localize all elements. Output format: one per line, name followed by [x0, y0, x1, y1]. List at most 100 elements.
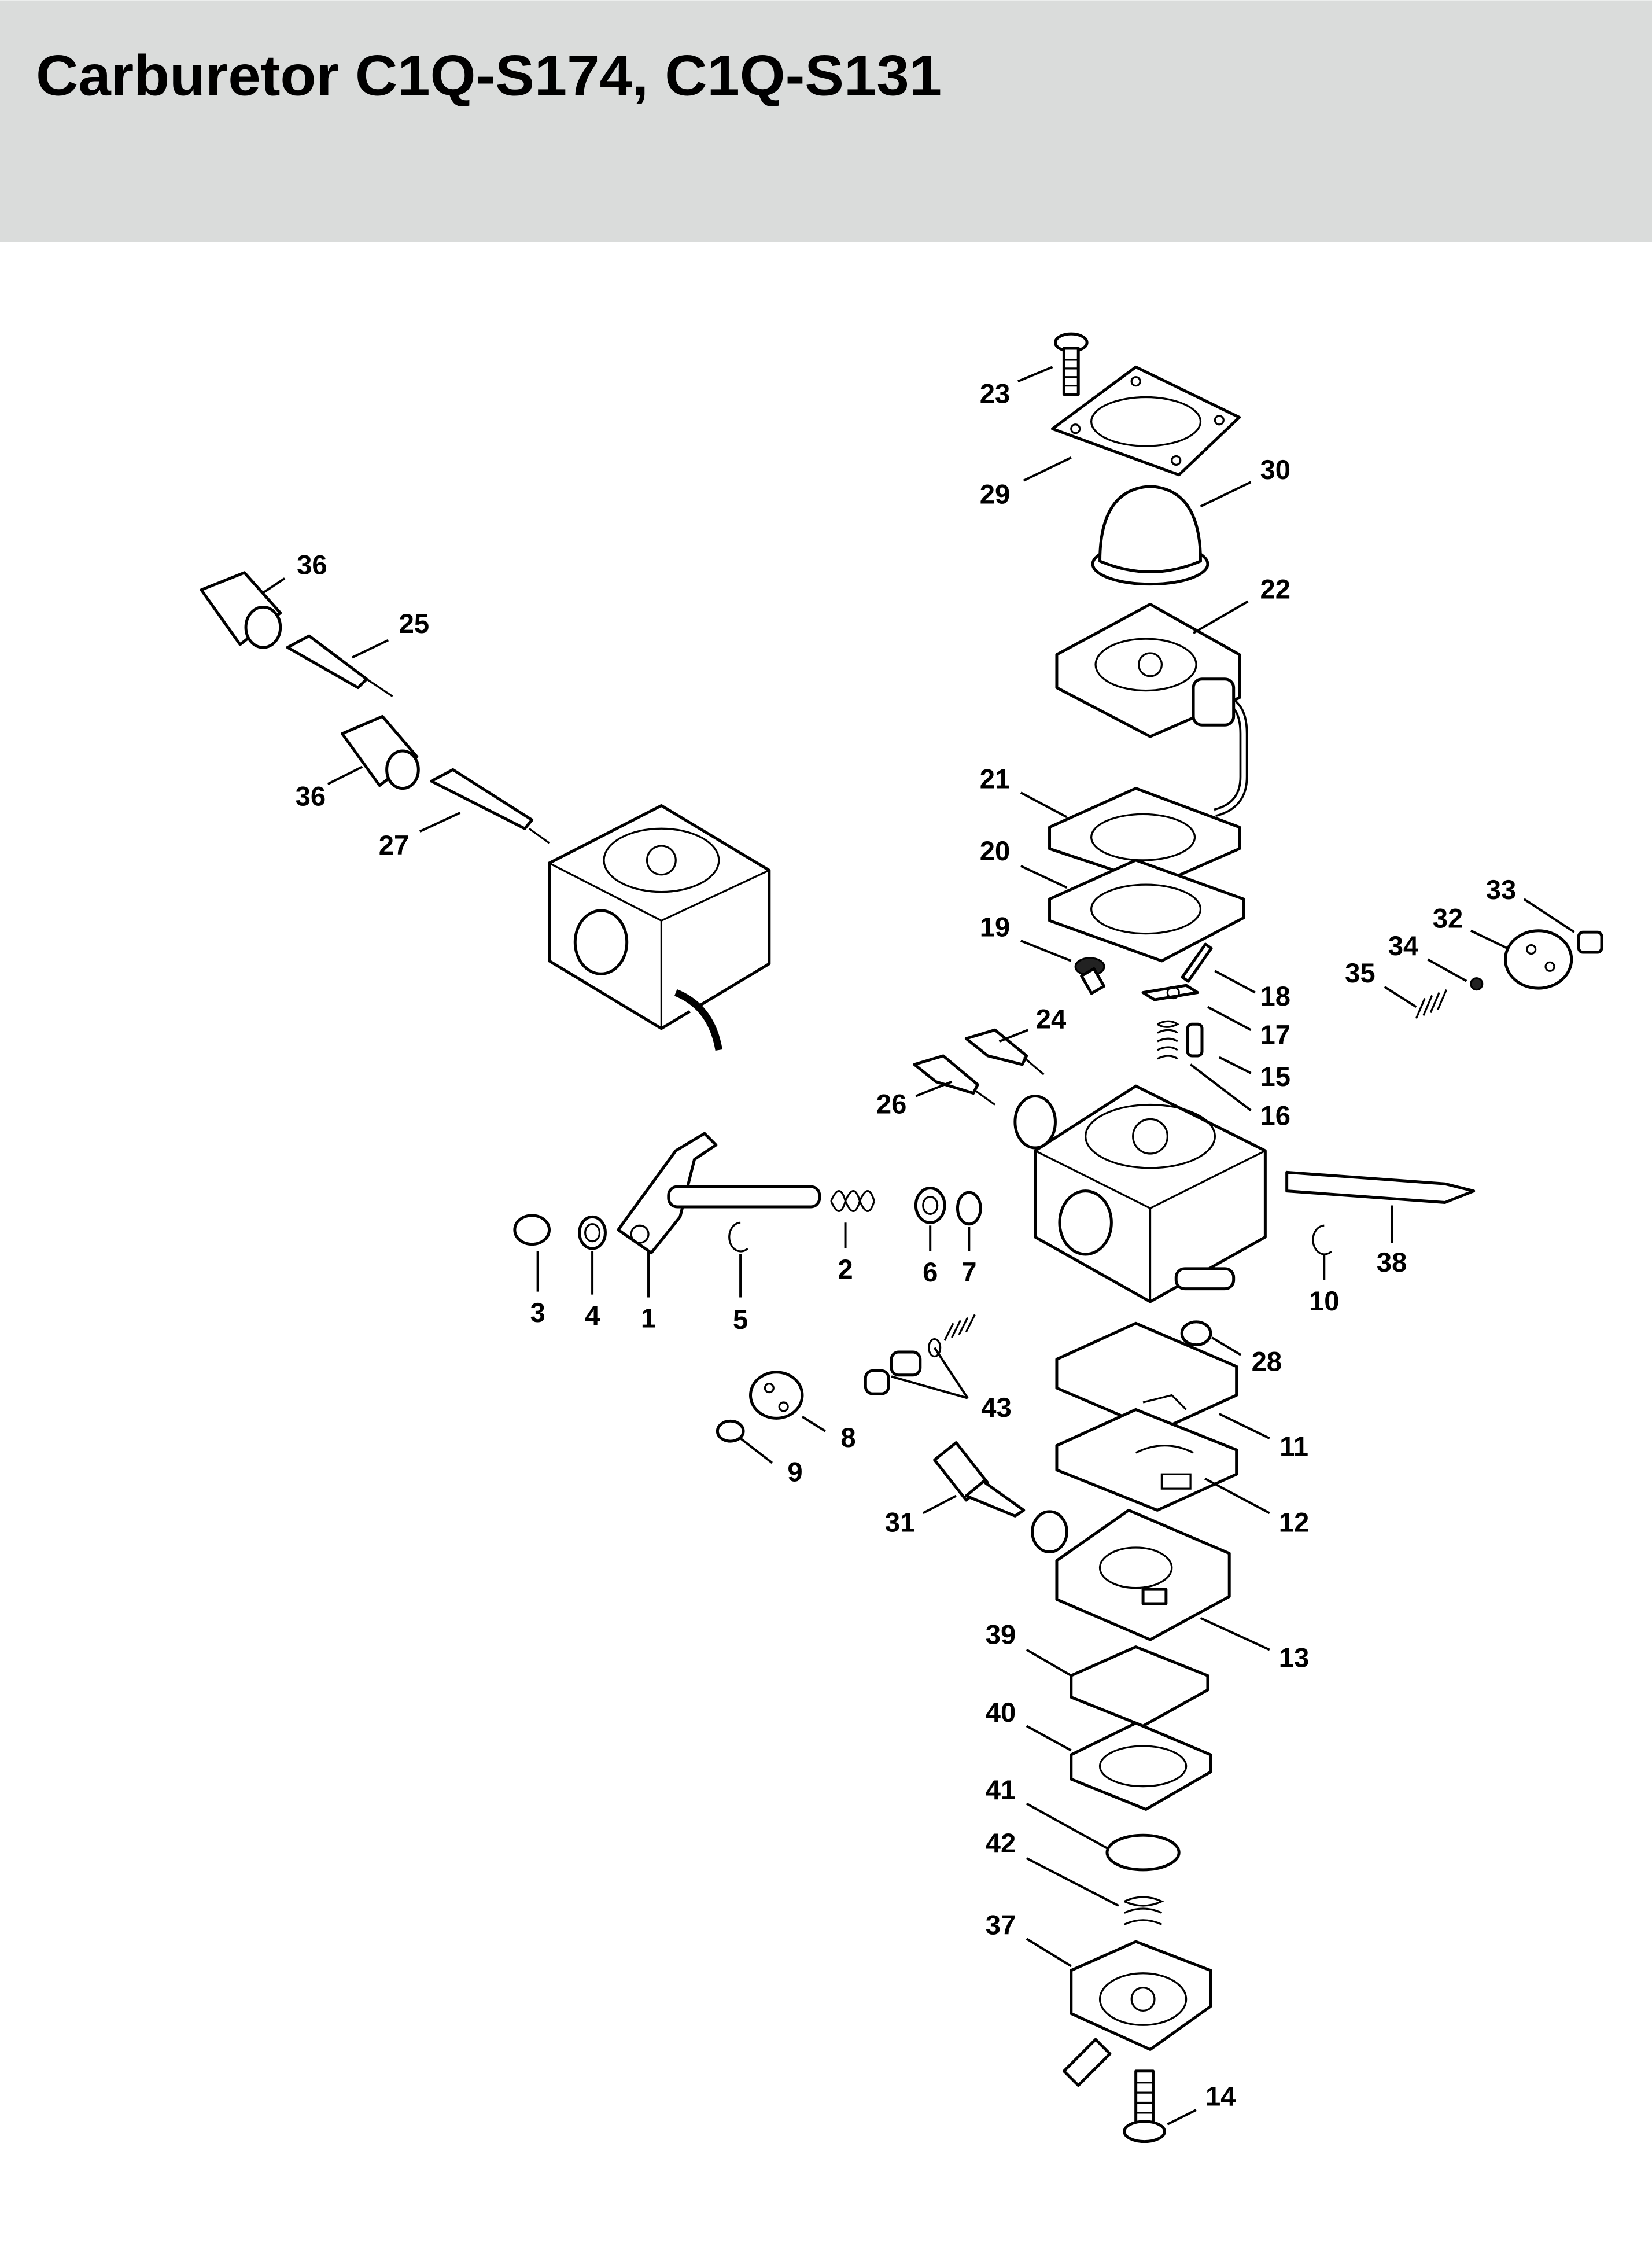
callout-part-42[interactable]: 42: [986, 1828, 1016, 1859]
metering-body-part-13: [1031, 1508, 1231, 1641]
callout-part-19[interactable]: 19: [980, 912, 1011, 943]
leader-line-36: [327, 765, 363, 785]
callout-part-22[interactable]: 22: [1260, 574, 1290, 605]
callout-part-3[interactable]: 3: [530, 1298, 545, 1328]
callout-part-40[interactable]: 40: [986, 1697, 1016, 1728]
callout-part-9[interactable]: 9: [787, 1457, 802, 1488]
callout-part-2[interactable]: 2: [838, 1254, 853, 1285]
leader-line-28: [1211, 1336, 1242, 1356]
leader-line-14: [1167, 2109, 1197, 2126]
pump-cover-part-22: [1055, 602, 1248, 817]
primer-bulb-part-30: [1091, 485, 1210, 586]
screw-part-14: [1123, 2069, 1166, 2143]
callout-part-38[interactable]: 38: [1377, 1247, 1407, 1278]
leader-line-17: [1207, 1006, 1252, 1031]
callout-part-15[interactable]: 15: [1260, 1062, 1290, 1092]
callout-part-35[interactable]: 35: [1345, 958, 1376, 989]
callout-part-10[interactable]: 10: [1309, 1286, 1340, 1317]
callout-part-25[interactable]: 25: [399, 609, 430, 639]
callout-part-12[interactable]: 12: [1279, 1508, 1310, 1538]
page-title: Carburetor C1Q-S174, C1Q-S131: [36, 44, 942, 108]
pump-cover-part-37: [1062, 1940, 1212, 2087]
leader-line-40: [1026, 1725, 1072, 1752]
part-drawings: [200, 332, 1603, 2143]
callout-part-41[interactable]: 41: [986, 1775, 1016, 1806]
callout-part-31[interactable]: 31: [885, 1508, 916, 1538]
fitting-part-31: [933, 1441, 1026, 1518]
leader-line-19: [1020, 940, 1072, 962]
carburetor-body: [1013, 1084, 1267, 1303]
leader-line-25: [352, 639, 389, 659]
callout-part-4[interactable]: 4: [585, 1301, 600, 1331]
gasket-part-29: [1051, 365, 1241, 477]
leader-line-16: [1189, 1063, 1252, 1111]
header-band: [0, 0, 1652, 242]
callout-part-17[interactable]: 17: [1260, 1020, 1290, 1051]
leader-line-36: [262, 577, 286, 594]
leader-line-34: [1427, 958, 1467, 982]
callout-part-11[interactable]: 11: [1279, 1431, 1308, 1462]
callout-part-14[interactable]: 14: [1205, 2081, 1236, 2112]
callout-part-24[interactable]: 24: [1036, 1004, 1067, 1035]
diaphragm-part-21: [1048, 787, 1241, 886]
callout-part-30[interactable]: 30: [1260, 455, 1290, 485]
callout-part-32[interactable]: 32: [1433, 904, 1463, 934]
screw-part-19: [1074, 957, 1106, 995]
leader-line-42: [1026, 1857, 1119, 1907]
limiter-caps-and-screws: [200, 571, 550, 844]
leader-line-24: [998, 1029, 1028, 1043]
callout-part-16[interactable]: 16: [1260, 1100, 1290, 1131]
cover-parts-8-9: [716, 1371, 804, 1443]
callout-part-23[interactable]: 23: [980, 378, 1011, 409]
needle-parts-15-18: [1141, 942, 1213, 1060]
leader-line-29: [1023, 456, 1072, 482]
leader-line-35: [1384, 985, 1417, 1008]
callout-part-8[interactable]: 8: [840, 1423, 856, 1453]
screw-part-23: [1053, 332, 1089, 396]
leader-line-26: [915, 1080, 953, 1097]
callout-part-1[interactable]: 1: [641, 1303, 656, 1334]
leader-lines: [262, 366, 1575, 2126]
leader-line-43: [891, 1375, 968, 1399]
leader-line-8: [801, 1416, 826, 1432]
leader-line-13: [1200, 1617, 1270, 1651]
leader-line-41: [1026, 1802, 1108, 1850]
callout-part-37[interactable]: 37: [986, 1910, 1016, 1941]
callout-part-29[interactable]: 29: [980, 479, 1011, 510]
leader-line-27: [419, 812, 461, 833]
callout-part-20[interactable]: 20: [980, 836, 1011, 867]
screen-part-28: [1180, 1320, 1212, 1347]
leader-line-22: [1193, 600, 1249, 634]
gaskets-11-12: [1055, 1321, 1238, 1512]
adjusting-screws-24-26: [913, 1028, 1045, 1106]
callout-part-34[interactable]: 34: [1388, 931, 1419, 962]
valve-parts-43: [864, 1314, 976, 1395]
leader-line-11: [1218, 1413, 1270, 1439]
callout-part-36[interactable]: 36: [297, 550, 327, 580]
callout-part-18[interactable]: 18: [1260, 981, 1290, 1012]
diaphragm-gaskets-39-40: [1070, 1645, 1212, 1811]
leader-line-32: [1470, 929, 1507, 949]
callout-part-27[interactable]: 27: [379, 830, 410, 861]
leader-line-20: [1020, 865, 1068, 889]
leader-line-18: [1214, 970, 1256, 994]
callout-part-28[interactable]: 28: [1252, 1346, 1282, 1377]
callout-part-21[interactable]: 21: [980, 764, 1011, 795]
callout-part-5[interactable]: 5: [733, 1305, 748, 1335]
valve-spring-41-42: [1105, 1833, 1181, 1925]
carburetor-body-alt-view: [548, 804, 771, 1051]
callout-part-6[interactable]: 6: [923, 1257, 938, 1288]
callout-part-39[interactable]: 39: [986, 1620, 1016, 1651]
callout-part-36[interactable]: 36: [296, 781, 326, 812]
callout-part-33[interactable]: 33: [1486, 875, 1517, 905]
gasket-part-20: [1048, 859, 1245, 963]
leader-line-21: [1020, 791, 1068, 819]
callout-part-13[interactable]: 13: [1279, 1642, 1310, 1673]
leader-line-39: [1026, 1648, 1072, 1677]
callout-part-43[interactable]: 43: [981, 1393, 1012, 1423]
leader-line-30: [1200, 481, 1252, 508]
callout-part-26[interactable]: 26: [876, 1089, 907, 1119]
callout-part-7[interactable]: 7: [961, 1257, 976, 1288]
leader-line-43: [934, 1347, 969, 1399]
